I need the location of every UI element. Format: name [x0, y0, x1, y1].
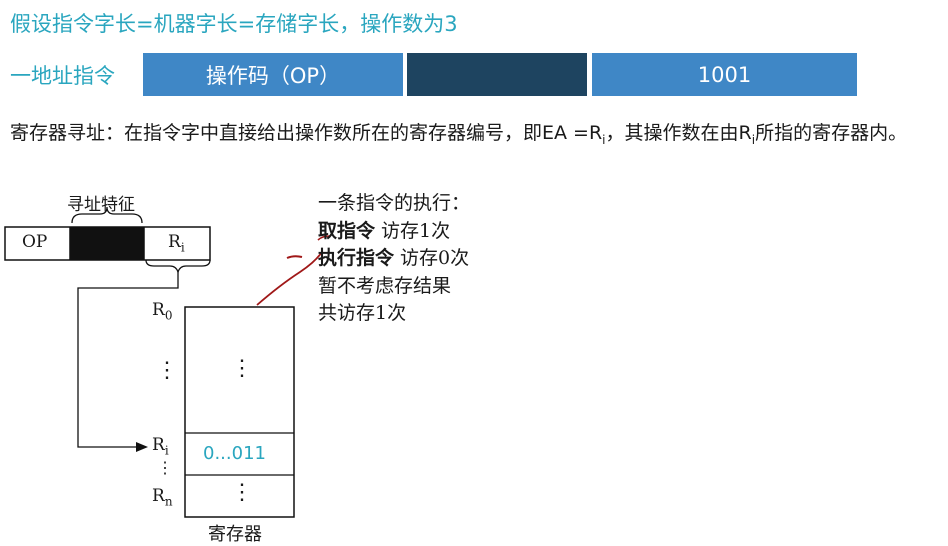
register-addressing-description: 寄存器寻址：在指令字中直接给出操作数所在的寄存器编号，即EA =Ri，其操作数在… — [10, 118, 945, 156]
left-small-dots: ⋮ — [157, 458, 173, 477]
register-lower-dots: ⋮ — [231, 480, 253, 505]
desc-sub-i: i — [602, 132, 606, 147]
red-annotation-dash — [286, 255, 303, 259]
ri-pointer-arrowhead — [136, 442, 148, 452]
notes-line-2: 取指令 访存1次 — [318, 219, 451, 242]
red-annotation-curve — [256, 251, 323, 306]
desc-middle: ，其操作数在由R — [605, 122, 752, 144]
ri-brace — [145, 259, 211, 275]
rn-label: Rn — [152, 486, 173, 509]
address-field: 1001 — [592, 53, 857, 96]
ri-register-label: Ri — [152, 435, 169, 458]
notes-line-5: 共访存1次 — [318, 302, 407, 324]
ri-label: Ri — [168, 232, 185, 255]
feature-brace — [71, 206, 143, 224]
register-file-label: 寄存器 — [208, 524, 262, 545]
instruction-type-label: 一地址指令 — [10, 64, 115, 88]
ri-pointer-line — [77, 272, 179, 448]
desc-suffix: 所指的寄存器内。 — [755, 122, 908, 144]
page-title: 假设指令字长=机器字长=存储字长，操作数为3 — [10, 12, 458, 36]
desc-prefix: 寄存器寻址：在指令字中直接给出操作数所在的寄存器编号，即EA =R — [10, 122, 603, 144]
desc-sub-i2: i — [751, 132, 756, 147]
red-annotation-tick — [317, 235, 331, 241]
notes-line-4: 暂不考虑存结果 — [318, 274, 452, 297]
r0-label: R0 — [152, 300, 173, 323]
feature-label: 寻址特征 — [67, 195, 135, 215]
left-vertical-dots: ⋮ — [156, 358, 178, 383]
notes-line-3: 执行指令 访存0次 — [318, 247, 470, 269]
op-label: OP — [22, 232, 48, 252]
opcode-field: 操作码（OP） — [143, 53, 403, 96]
addressing-feature-field — [407, 53, 587, 96]
opcode-field-label: 操作码（OP） — [205, 63, 341, 88]
register-file-box — [184, 306, 295, 518]
execution-notes: 一条指令的执行： 取指令 访存1次 执行指令 访存0次 暂不考虑存结果 共访存1… — [318, 190, 470, 328]
register-upper-dots: ⋮ — [231, 356, 253, 381]
addressing-feature-block — [70, 227, 144, 260]
register-ri-value: 0...011 — [203, 443, 266, 464]
address-field-value: 1001 — [697, 62, 752, 87]
notes-line-1: 一条指令的执行： — [318, 192, 471, 214]
